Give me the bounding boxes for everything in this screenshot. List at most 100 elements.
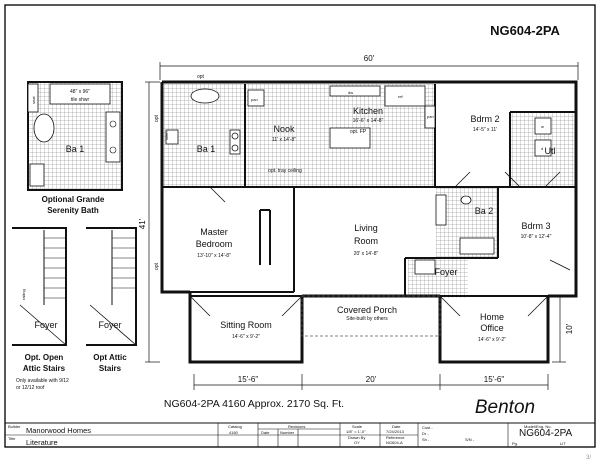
room-office-name-1: Home xyxy=(480,312,504,322)
room-master-name-2: Bedroom xyxy=(196,239,233,249)
tb-reference-label: Reference xyxy=(386,435,405,440)
label-pan-nook: pan xyxy=(251,97,258,102)
label-pan-kitchen: pan xyxy=(427,114,434,119)
label-opt-left: opt xyxy=(154,114,160,122)
tb-sh-label: Sh - xyxy=(422,437,430,442)
dimension-bottom-center: 20' xyxy=(366,375,377,384)
tb-model-label: Model/Eng. No. xyxy=(524,424,552,429)
room-master-size: 13'-10" x 14'-8" xyxy=(197,253,231,259)
interior-walls xyxy=(162,84,576,297)
room-nook-note: opt. tray ceiling xyxy=(268,168,302,174)
tb-pg-label: Pg. xyxy=(512,441,519,446)
tb-pg: LIT xyxy=(560,441,566,446)
dimension-right xyxy=(552,295,566,363)
door-swings xyxy=(189,171,571,317)
grande-seat: seat xyxy=(31,96,36,104)
room-ba2-name: Ba 2 xyxy=(475,206,494,216)
room-living-name-2: Room xyxy=(354,236,378,246)
room-util-name: Utl xyxy=(545,146,556,156)
attic-stairs-inset xyxy=(86,227,137,346)
tb-title: Literature xyxy=(26,438,58,447)
dimension-bottom-left: 15'-6" xyxy=(238,375,259,384)
tb-revisions-label: Revisions xyxy=(288,424,306,429)
room-nook-size: 11' x 14'-8" xyxy=(272,137,296,143)
dimension-overall-width: 60' xyxy=(364,54,375,63)
dimension-bottom-right: 15'-6" xyxy=(484,375,505,384)
tb-catalog-label: Catalog xyxy=(228,424,242,429)
tb-number-label: Number xyxy=(280,430,295,435)
tb-drawn: OY xyxy=(354,440,360,445)
tb-model: NG604-2PA xyxy=(519,428,573,439)
grande-tub-size: 48" x 96" xyxy=(70,89,90,95)
grande-ba1: Ba 1 xyxy=(66,144,85,154)
grande-bath-inset xyxy=(27,81,123,191)
attic-stairs-title-1: Opt Attic xyxy=(93,353,127,362)
room-living-name-1: Living xyxy=(354,223,378,233)
kitchen-opt-fp: opt. FP xyxy=(350,129,367,135)
room-bdrm3-size: 10'-8" x 12'-4" xyxy=(521,234,552,240)
open-attic-stairs-inset xyxy=(12,227,67,346)
tb-scale-label: Scale xyxy=(352,424,363,429)
room-master-name-1: Master xyxy=(200,227,228,237)
footer-mark: 3/ xyxy=(586,455,592,461)
room-office-name-2: Office xyxy=(480,323,503,333)
attic-stairs-foyer: Foyer xyxy=(98,320,121,330)
label-opt-top: opt xyxy=(197,74,205,80)
grande-tile-shower: tile shwr xyxy=(71,97,90,103)
label-opt-left-lower: opt xyxy=(154,262,160,270)
grande-title-2: Serenity Bath xyxy=(47,206,99,215)
room-sitting-name: Sitting Room xyxy=(220,320,272,330)
room-kitchen-name: Kitchen xyxy=(353,106,383,116)
label-w: w xyxy=(541,124,544,129)
tb-date-label-2: Date xyxy=(392,424,401,429)
tb-date-label: Date xyxy=(261,430,270,435)
sheet-border xyxy=(4,4,596,448)
tb-sn-label: S/N - xyxy=(465,437,475,442)
plan-caption: NG604-2PA 4160 Approx. 2170 Sq. Ft. xyxy=(164,398,344,410)
dimension-overall-depth: 41' xyxy=(138,218,147,229)
dimension-bottom xyxy=(193,374,549,390)
room-porch-name: Covered Porch xyxy=(337,305,397,315)
tb-builder: Manorwood Homes xyxy=(26,426,92,435)
tb-reference: NG604-A xyxy=(386,440,403,445)
room-sitting-size: 14'-6" x 9'-2" xyxy=(232,334,260,340)
label-d: d xyxy=(541,146,543,151)
tb-builder-label: Builder xyxy=(8,424,21,429)
tb-title-label: Title xyxy=(8,436,16,441)
room-living-size: 20' x 14'-8" xyxy=(354,251,379,257)
room-ba1-name: Ba 1 xyxy=(197,144,216,154)
label-dw: dw xyxy=(348,90,353,95)
grande-title-1: Optional Grande xyxy=(42,195,105,204)
label-ref: ref xyxy=(398,94,404,99)
title-block-grid xyxy=(5,423,509,447)
open-stairs-note-1: Only available with 9/12 xyxy=(16,378,69,384)
label-linen: linen xyxy=(164,132,169,140)
tb-drawn-label: Drawn By xyxy=(348,435,366,440)
tb-dr-label: Dr - xyxy=(422,431,429,436)
dimension-left xyxy=(145,81,160,363)
covered-porch-outline xyxy=(301,295,441,337)
dimension-top xyxy=(159,62,579,80)
open-stairs-note-2: or 12/12 roof xyxy=(16,385,45,391)
open-stairs-railing: railing xyxy=(21,289,26,300)
room-porch-note: Site-built by others xyxy=(346,316,388,322)
open-stairs-title-1: Opt. Open xyxy=(25,353,64,362)
room-office-size: 14'-6" x 9'-2" xyxy=(478,337,506,343)
open-stairs-foyer: Foyer xyxy=(34,320,57,330)
tb-date: 7/24/2013 xyxy=(386,429,404,434)
room-bdrm3-name: Bdrm 3 xyxy=(521,221,550,231)
tb-catalog: 4160 xyxy=(229,430,238,435)
header-model-code: NG604-2PA xyxy=(490,23,560,38)
tile-floors xyxy=(163,84,574,298)
room-nook-name: Nook xyxy=(273,124,295,134)
tb-cust-label: Cust - xyxy=(422,425,433,430)
room-bdrm2-name: Bdrm 2 xyxy=(470,114,499,124)
tb-scale: 1/8" = 1'-0" xyxy=(346,429,366,434)
brand-name: Benton xyxy=(475,397,535,418)
open-stairs-title-2: Attic Stairs xyxy=(23,364,66,373)
room-bdrm2-size: 14'-5" x 11' xyxy=(473,127,497,133)
fixtures xyxy=(165,85,552,275)
attic-stairs-title-2: Stairs xyxy=(99,364,122,373)
room-kitchen-size: 16'-6" x 14'-8" xyxy=(353,118,384,124)
